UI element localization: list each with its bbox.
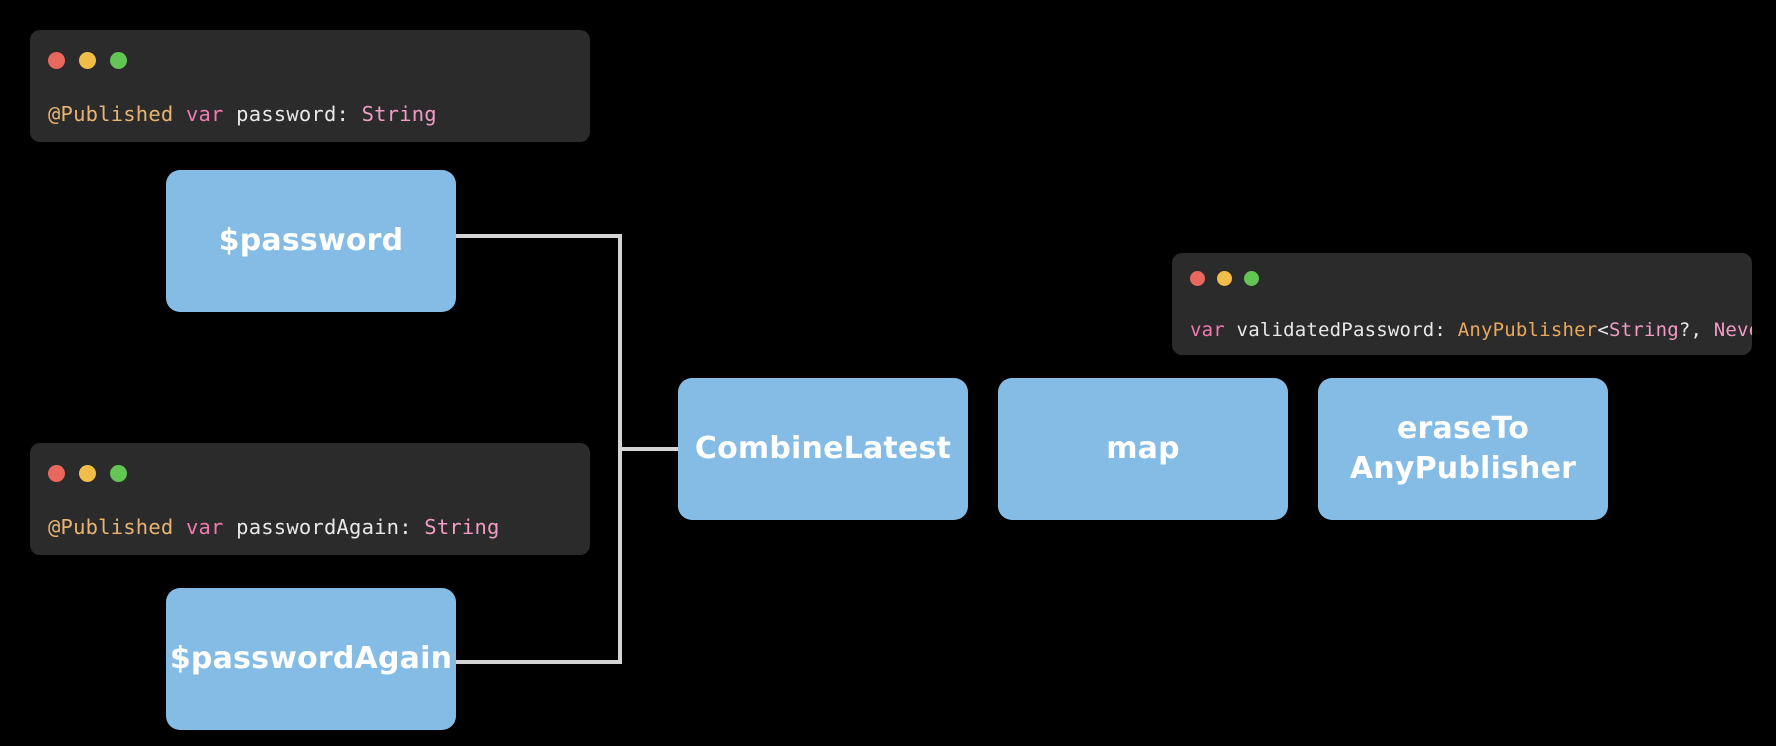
node-password-again-label: $passwordAgain (169, 641, 453, 677)
code-token (173, 102, 186, 126)
code-token: String (1609, 319, 1679, 341)
code-line-password-declaration: @Published var password: String (48, 102, 437, 126)
zoom-icon[interactable] (1244, 271, 1259, 286)
zoom-icon[interactable] (110, 52, 127, 69)
code-token: String (361, 102, 437, 126)
code-token: validatedPassword: (1224, 319, 1458, 341)
code-token: AnyPublisher (1457, 319, 1598, 341)
node-map[interactable]: map (998, 378, 1288, 520)
minimize-icon[interactable] (79, 465, 96, 482)
node-erase-to-any-publisher-label: eraseTo AnyPublisher (1349, 411, 1577, 486)
code-token: @Published (48, 515, 174, 539)
window-traffic-lights (1190, 271, 1259, 286)
code-token: @Published (48, 102, 174, 126)
node-combine-latest-label: CombineLatest (694, 431, 952, 467)
code-line-password-again-declaration: @Published var passwordAgain: String (48, 515, 500, 539)
wire-junction-to-combine-latest (618, 447, 680, 451)
node-map-label: map (1106, 431, 1180, 467)
node-password[interactable]: $password (166, 170, 456, 312)
code-token: ?, (1678, 319, 1714, 341)
code-token: password: (223, 102, 362, 126)
zoom-icon[interactable] (110, 465, 127, 482)
node-erase-to-any-publisher[interactable]: eraseTo AnyPublisher (1318, 378, 1608, 520)
close-icon[interactable] (48, 465, 65, 482)
code-window-password-declaration: @Published var password: String (30, 30, 590, 142)
close-icon[interactable] (1190, 271, 1205, 286)
close-icon[interactable] (48, 52, 65, 69)
code-line-validated-password-declaration: var validatedPassword: AnyPublisher<Stri… (1190, 319, 1752, 341)
code-token: var (185, 515, 224, 539)
node-password-label: $password (218, 223, 404, 259)
minimize-icon[interactable] (1217, 271, 1232, 286)
code-token: < (1597, 319, 1610, 341)
node-combine-latest[interactable]: CombineLatest (678, 378, 968, 520)
node-password-again[interactable]: $passwordAgain (166, 588, 456, 730)
code-token: Never (1713, 319, 1752, 341)
code-window-password-again-declaration: @Published var passwordAgain: String (30, 443, 590, 555)
code-token: var (1190, 319, 1225, 341)
wire-password-to-junction (455, 234, 622, 238)
window-traffic-lights (48, 52, 127, 69)
minimize-icon[interactable] (79, 52, 96, 69)
code-token: var (185, 102, 224, 126)
window-traffic-lights (48, 465, 127, 482)
code-token: passwordAgain: (223, 515, 425, 539)
code-token: String (424, 515, 500, 539)
code-window-validated-password-declaration: var validatedPassword: AnyPublisher<Stri… (1172, 253, 1752, 355)
wire-password-again-to-junction (455, 660, 622, 664)
code-token (173, 515, 186, 539)
